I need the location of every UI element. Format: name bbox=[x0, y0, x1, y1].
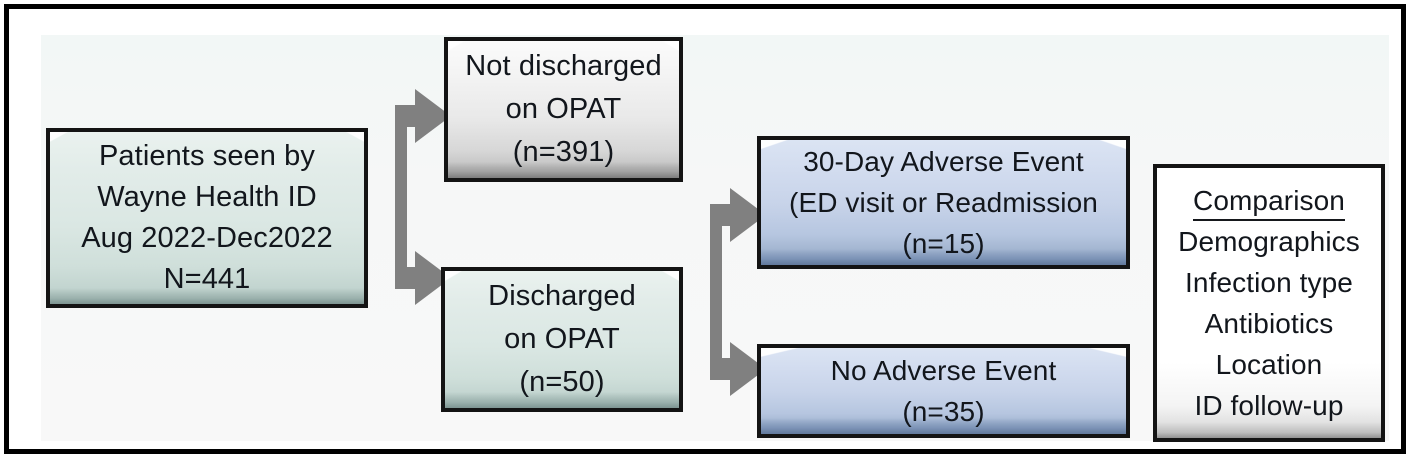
node-adverse-event: 30-Day Adverse Event (ED visit or Readmi… bbox=[757, 136, 1130, 269]
comparison-heading-text: Comparison bbox=[1193, 183, 1345, 221]
comparison-item-demographics: Demographics bbox=[1178, 226, 1360, 257]
node-cohort-line-2: Wayne Health ID bbox=[97, 181, 317, 213]
node-cohort: Patients seen by Wayne Health ID Aug 202… bbox=[46, 128, 368, 308]
figure-border: Patients seen by Wayne Health ID Aug 202… bbox=[4, 4, 1406, 454]
comparison-item-infection-type: Infection type bbox=[1185, 267, 1353, 298]
node-discharged-line-2: on OPAT bbox=[504, 323, 620, 355]
node-discharged-count: (n=50) bbox=[519, 366, 605, 398]
node-adverse-event-count: (n=15) bbox=[902, 228, 985, 259]
node-not-discharged-line-2: on OPAT bbox=[505, 93, 622, 125]
node-no-adverse-event-count: (n=35) bbox=[902, 396, 985, 427]
comparison-item-id-follow-up: ID follow-up bbox=[1194, 390, 1344, 421]
diagram-canvas: Patients seen by Wayne Health ID Aug 202… bbox=[41, 35, 1389, 442]
comparison-item-antibiotics: Antibiotics bbox=[1204, 308, 1334, 339]
comparison-item-location: Location bbox=[1215, 349, 1323, 380]
node-discharged-on-opat: Discharged on OPAT (n=50) bbox=[441, 267, 683, 412]
node-cohort-line-4: N=441 bbox=[163, 263, 251, 295]
node-not-discharged-on-opat: Not discharged on OPAT (n=391) bbox=[444, 37, 683, 182]
node-no-adverse-event: No Adverse Event (n=35) bbox=[757, 344, 1130, 438]
node-cohort-line-3: Aug 2022-Dec2022 bbox=[81, 222, 333, 254]
connector-cohort-split bbox=[363, 89, 451, 305]
node-not-discharged-count: (n=391) bbox=[512, 136, 615, 168]
node-cohort-line-1: Patients seen by bbox=[98, 140, 315, 172]
comparison-heading: Comparison bbox=[1161, 180, 1377, 221]
node-adverse-event-line-2: (ED visit or Readmission bbox=[789, 187, 1098, 218]
node-comparison: Comparison Demographics Infection type A… bbox=[1153, 164, 1385, 442]
connector-discharged-split bbox=[678, 188, 766, 396]
node-not-discharged-line-1: Not discharged bbox=[465, 50, 662, 82]
node-no-adverse-event-line-1: No Adverse Event bbox=[830, 355, 1057, 386]
node-adverse-event-line-1: 30-Day Adverse Event bbox=[803, 146, 1084, 177]
node-discharged-line-1: Discharged bbox=[488, 280, 636, 312]
